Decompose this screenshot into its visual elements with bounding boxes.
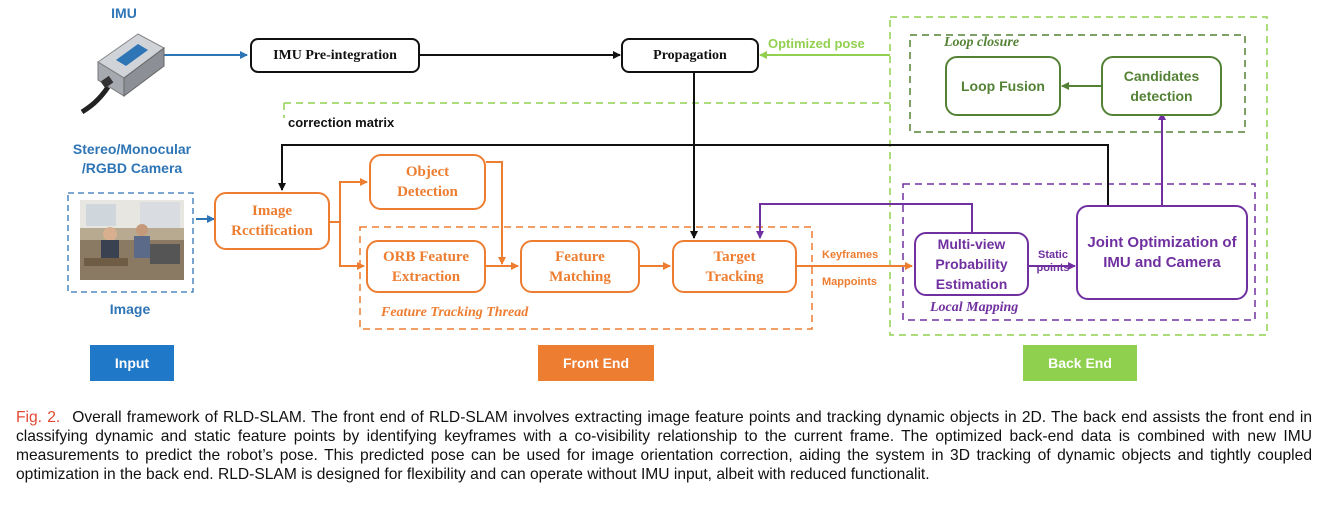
connectors-layer [67,16,1268,336]
stage-back-end-badge: Back End [1023,345,1137,381]
loop-closure-label: Loop closure [944,35,1020,50]
propagation-node: Propagation [621,38,759,73]
feature-tracking-thread-label: Feature Tracking Thread [381,305,529,320]
camera-label: Stereo/Monocular /RGBD Camera [72,141,192,176]
stage-input-badge: Input [90,345,174,381]
feature-matching-node: Feature Matching [520,240,640,293]
candidates-detection-node: Candidates detection [1101,56,1222,116]
imu-device-icon [78,22,168,115]
target-tracking-node: Target Tracking [672,240,797,293]
optimized-pose-label: Optimized pose [768,36,865,51]
feature-tracking-frame [359,226,813,330]
camera-frame-image [80,200,184,280]
image-label: Image [109,301,151,317]
caption-text: Overall framework of RLD-SLAM. The front… [16,409,1312,483]
figure-caption: Fig. 2.Overall framework of RLD-SLAM. Th… [16,408,1312,484]
imu-preintegration-node: IMU Pre-integration [250,38,420,73]
image-input-frame [67,192,194,293]
local-mapping-frame [902,183,1256,321]
caption-fig-label: Fig. 2. [16,409,61,426]
stage-front-end-badge: Front End [538,345,654,381]
image-rectification-node: Image Rcctification [214,192,330,250]
correction-matrix-label: correction matrix [288,115,395,130]
orb-extraction-node: ORB Feature Extraction [366,240,486,293]
mappoints-label: Mappoints [822,276,877,288]
static-points-label: Static points [1036,249,1070,274]
framework-diagram: IMU Stereo/Monocular /RGBD Camera Image … [67,5,1268,381]
back-end-frame [889,16,1268,336]
joint-optimization-node: Joint Optimization of IMU and Camera [1076,205,1248,300]
keyframes-label: Keyframes [822,249,879,261]
local-mapping-label: Local Mapping [930,300,1019,315]
imu-label: IMU [111,5,137,21]
loop-fusion-node: Loop Fusion [945,56,1061,116]
object-detection-node: Object Detection [369,154,486,210]
multiview-estimation-node: Multi-view Probability Estimation [914,232,1029,296]
